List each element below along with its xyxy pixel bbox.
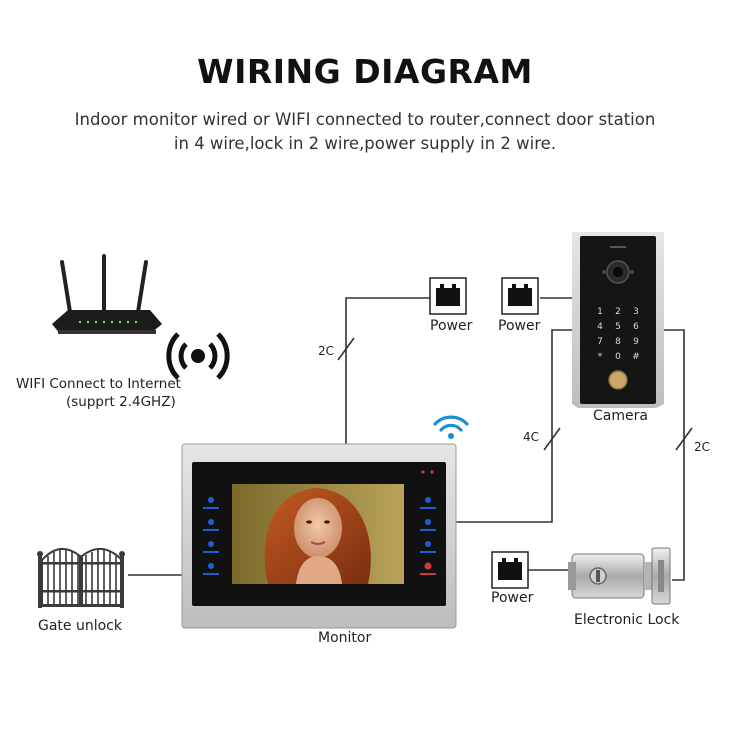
subtitle-line-1: Indoor monitor wired or WIFI connected t… (74, 110, 656, 129)
wifi-label-line-1: WIFI Connect to Internet (16, 376, 181, 392)
svg-text:2: 2 (615, 307, 621, 317)
wifi-label-line-2: (supprt 2.4GHZ) (66, 394, 176, 410)
gate-icon (37, 548, 125, 608)
router-icon (52, 254, 162, 334)
wire-label-camera: 4C (523, 430, 540, 444)
door-camera-icon: 1 2 3 4 5 6 7 8 9 * 0 # (572, 232, 664, 408)
lock-label: Electronic Lock (574, 612, 680, 628)
electronic-lock-icon (568, 547, 671, 605)
camera-keypad: 1 2 3 4 5 6 7 8 9 * 0 # (597, 307, 640, 362)
diagram-title: WIRING DIAGRAM (197, 52, 533, 91)
wires (128, 297, 693, 581)
wire-camera-lock (664, 329, 685, 581)
svg-text:#: # (632, 352, 640, 362)
gate-label: Gate unlock (38, 618, 122, 634)
wire-slash-2c-right (675, 427, 693, 451)
svg-text:5: 5 (615, 322, 621, 332)
power-label-monitor: Power (430, 318, 473, 334)
wireless-broadcast-icon (166, 332, 230, 380)
svg-text:6: 6 (633, 322, 639, 332)
power-adapter-icon-monitor (429, 277, 467, 315)
camera-label: Camera (593, 408, 648, 424)
svg-text:3: 3 (633, 307, 639, 317)
svg-text:0: 0 (615, 352, 621, 362)
svg-text:7: 7 (597, 337, 603, 347)
wire-label-lock: 2C (694, 440, 711, 454)
svg-text:*: * (598, 352, 603, 362)
power-adapter-icon-lock (491, 551, 529, 589)
indoor-monitor-icon (181, 443, 457, 629)
wire-monitor-power (345, 297, 430, 444)
power-label-camera: Power (498, 318, 541, 334)
svg-text:4: 4 (597, 322, 603, 332)
svg-text:9: 9 (633, 337, 639, 347)
monitor-label: Monitor (318, 630, 372, 646)
wire-slash-4c (543, 427, 561, 451)
power-adapter-icon-camera (501, 277, 539, 315)
svg-text:1: 1 (597, 307, 603, 317)
wire-label-monitor-power: 2C (318, 344, 335, 358)
power-label-lock: Power (491, 590, 534, 606)
subtitle-line-2: in 4 wire,lock in 2 wire,power supply in… (173, 134, 557, 153)
wifi-icon (433, 415, 469, 439)
svg-text:8: 8 (615, 337, 621, 347)
wire-slash-2c-left (337, 337, 355, 361)
diagram-subtitle: Indoor monitor wired or WIFI connected t… (0, 108, 730, 156)
wire-monitor-camera (455, 329, 580, 523)
